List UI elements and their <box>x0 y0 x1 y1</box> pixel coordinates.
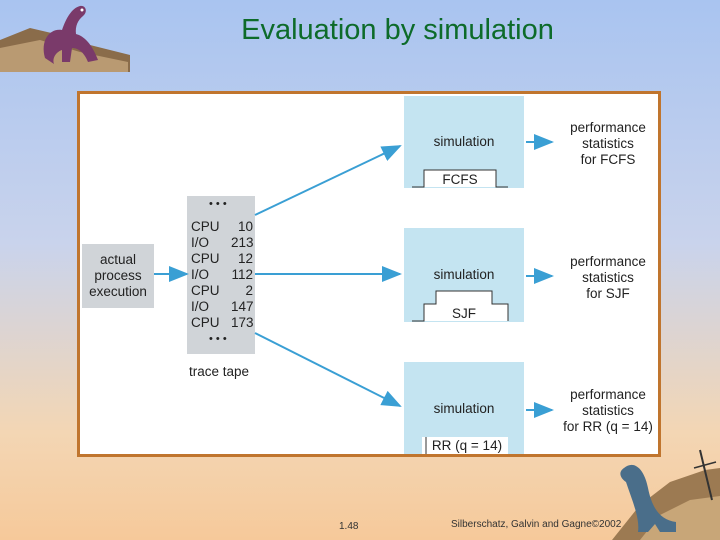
fcfs-step-line <box>412 169 508 188</box>
rr-arrow <box>254 332 402 407</box>
algo-label-fcfs: FCFS <box>442 172 478 187</box>
actual-process-label: actual process execution <box>89 252 147 299</box>
sjf-step-line <box>412 290 509 322</box>
rr-band <box>422 437 508 454</box>
trace-tape-label: trace tape <box>189 364 250 379</box>
tape-dots-top: • • • <box>209 198 227 210</box>
fcfs-arrow <box>254 145 402 216</box>
copyright-credit: Silberschatz, Galvin and Gagne©2002 <box>451 519 622 530</box>
algo-label-sjf: SJF <box>451 306 476 321</box>
algo-label-rr: RR (q = 14) <box>431 438 503 453</box>
dinosaur-logo-icon <box>0 5 130 72</box>
slide-title: Evaluation by simulation <box>241 14 554 46</box>
page-number: 1.48 <box>339 521 359 532</box>
actual-process-box <box>82 244 154 308</box>
tape-dots-bottom: • • • <box>209 333 227 345</box>
